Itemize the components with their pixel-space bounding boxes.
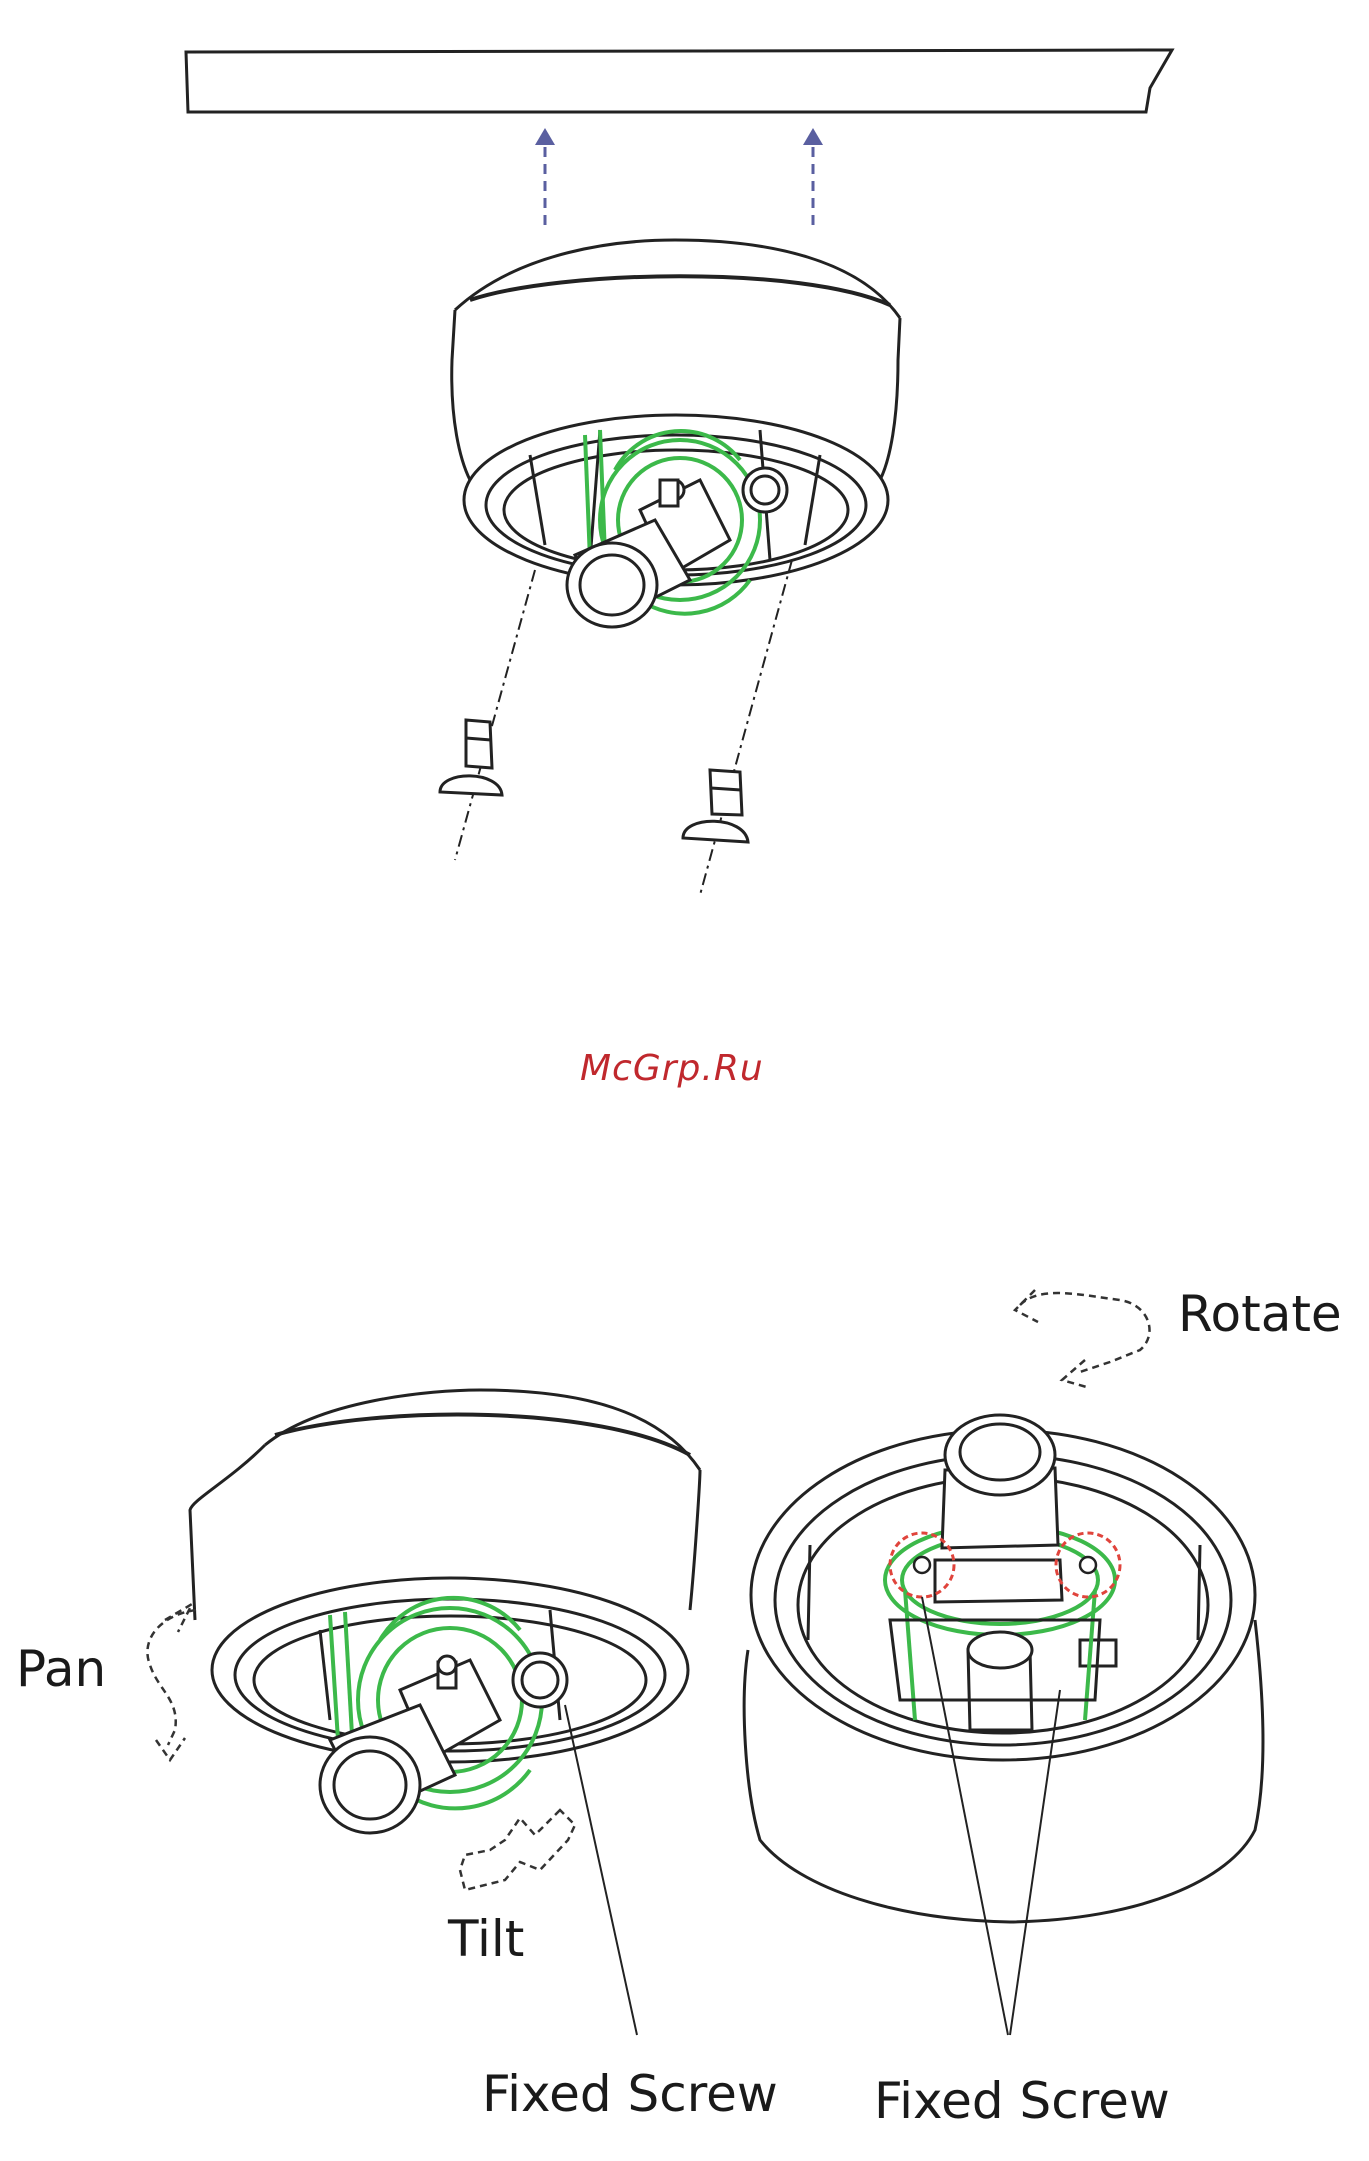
upward-arrow-icon [535, 128, 555, 225]
screw-icon [683, 770, 748, 842]
tilt-arrow-icon [460, 1810, 575, 1890]
ceiling-plate [186, 50, 1172, 112]
upward-arrow-icon [803, 128, 823, 225]
pan-label: Pan [16, 1640, 106, 1698]
screw-icon [440, 720, 502, 795]
tilt-label: Tilt [448, 1910, 524, 1968]
rotate-arrow-icon [1015, 1290, 1150, 1388]
watermark-text: McGrp.Ru [580, 1048, 764, 1089]
rotate-label: Rotate [1178, 1285, 1342, 1343]
pan-arrow-icon [147, 1604, 196, 1760]
fixed-screw-label-left: Fixed Screw [482, 2065, 778, 2123]
fixed-screw-label-right: Fixed Screw [874, 2072, 1170, 2130]
callout-leader-line [565, 1705, 637, 2035]
